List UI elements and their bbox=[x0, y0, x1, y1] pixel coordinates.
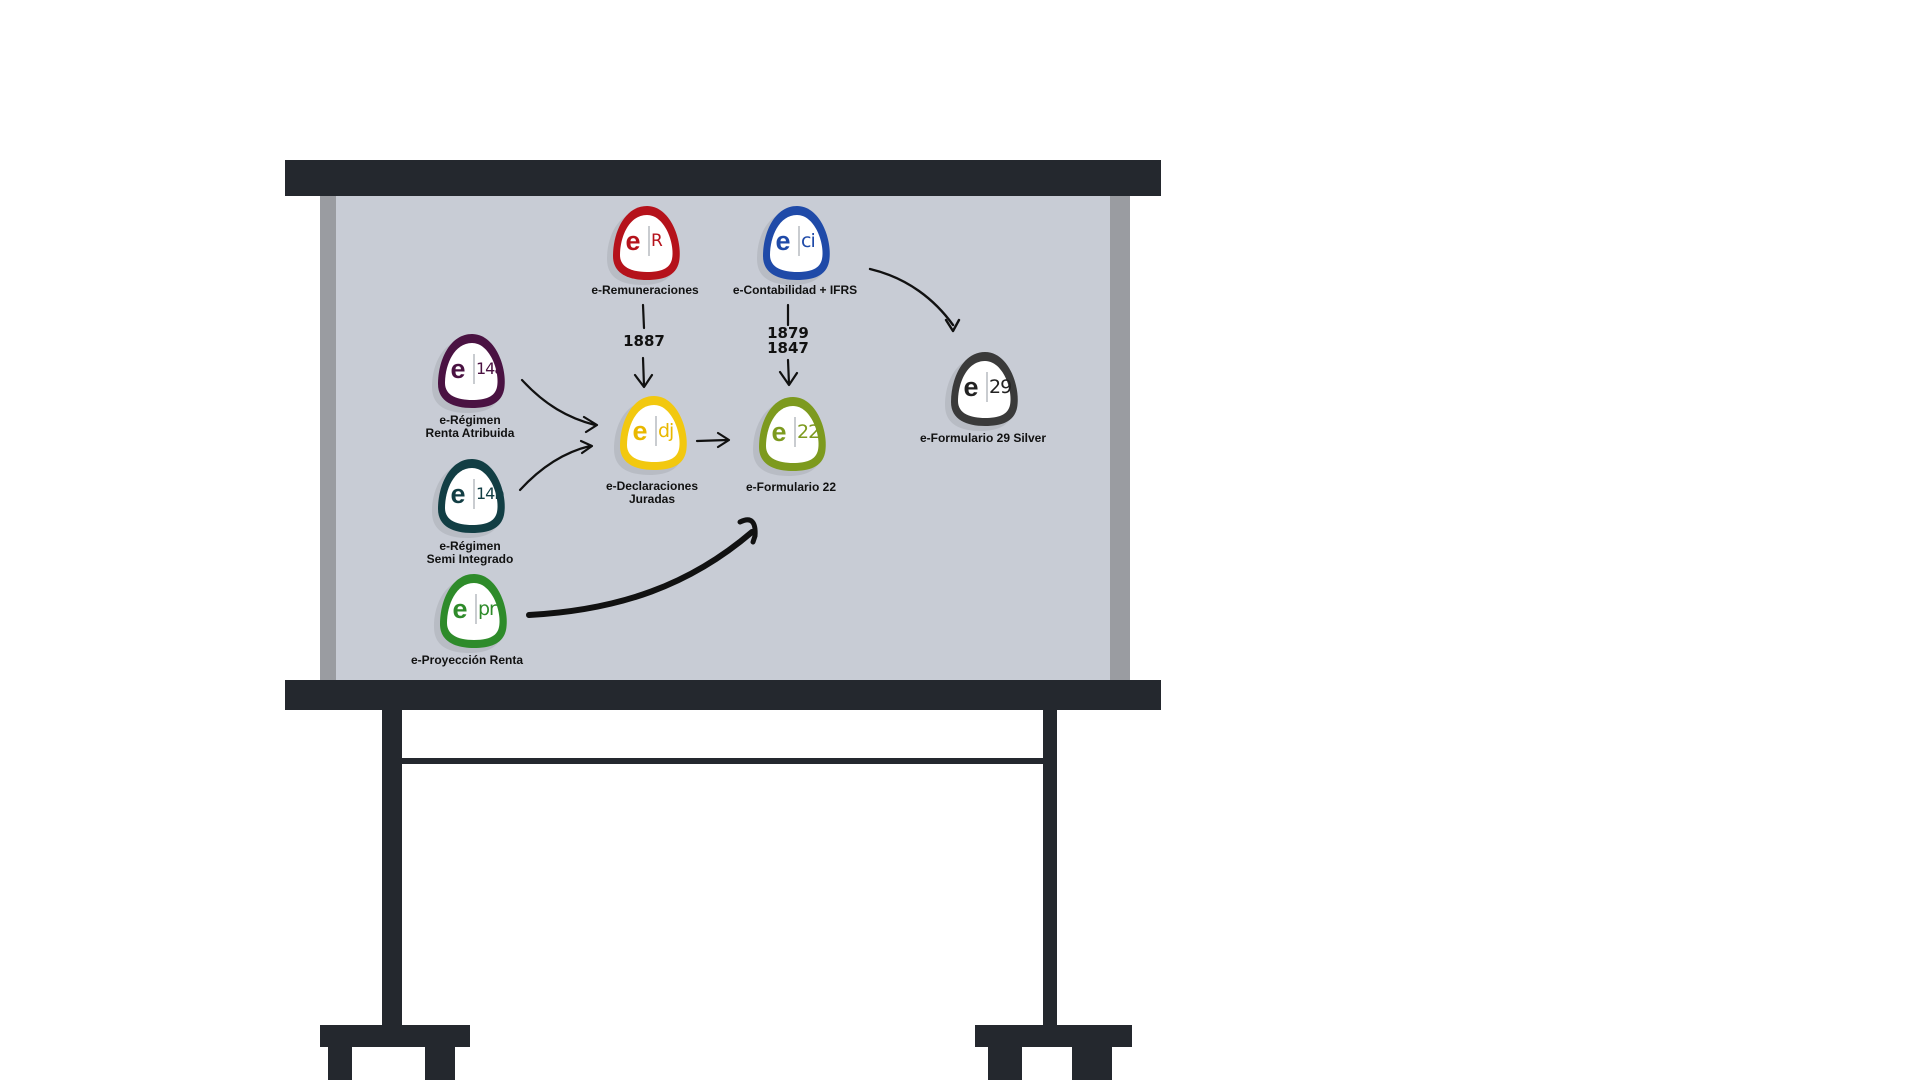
declaraciones-badge: e dj bbox=[614, 394, 692, 475]
badge-shape bbox=[432, 459, 505, 538]
edge-regimen14b-declaraciones bbox=[518, 439, 594, 492]
badge-divider bbox=[794, 417, 796, 447]
node-label: e-Proyección Renta bbox=[410, 653, 524, 667]
edge-label-line-2: 1847 bbox=[767, 339, 809, 357]
node-label: e-Formulario 29 Silver bbox=[919, 431, 1047, 445]
stand-left-foot bbox=[320, 1025, 470, 1047]
edge-declaraciones-formulario22 bbox=[695, 431, 731, 449]
badge-divider bbox=[986, 372, 988, 402]
board-left-frame bbox=[320, 196, 336, 680]
board-right-frame bbox=[1110, 196, 1130, 680]
contabilidad-badge: e ci bbox=[757, 204, 835, 285]
badge-shape bbox=[945, 352, 1018, 431]
badge-shape bbox=[614, 396, 687, 475]
edge-remuneraciones-declaraciones-lower bbox=[633, 356, 654, 389]
edge-label-1887: 1887 bbox=[623, 332, 665, 350]
badge-shape bbox=[432, 334, 505, 413]
stand-left-wheel-2 bbox=[425, 1047, 455, 1080]
node-label: e-Formulario 22 bbox=[745, 480, 837, 494]
badge-code: 14a bbox=[476, 359, 504, 378]
node-label: e-Régimen Semi Integrado bbox=[426, 539, 514, 566]
proyeccion-badge: e pr bbox=[434, 572, 512, 653]
stand-crossbar bbox=[402, 758, 1043, 764]
e-glyph: e bbox=[775, 226, 791, 256]
stand-left-leg bbox=[382, 710, 402, 1030]
edge-proyeccion-formulario22 bbox=[526, 529, 755, 618]
badge-shape bbox=[434, 574, 507, 653]
badge-divider bbox=[473, 479, 475, 509]
node-label: e-Régimen Renta Atribuida bbox=[425, 413, 515, 440]
badge-divider bbox=[655, 416, 657, 446]
badge-shape bbox=[607, 206, 680, 285]
e-glyph: e bbox=[632, 416, 648, 446]
formulario-29-badge: e 29 bbox=[945, 350, 1023, 431]
badge-code: R bbox=[651, 231, 663, 251]
badge-code: ci bbox=[801, 230, 816, 252]
badge-code: 29 bbox=[989, 376, 1012, 398]
badge-shape bbox=[753, 397, 826, 476]
badge-shape bbox=[757, 206, 830, 285]
edge-label-line-1: 1879 bbox=[767, 324, 809, 342]
badge-divider bbox=[475, 594, 477, 624]
remuneraciones-badge: e R bbox=[607, 204, 685, 285]
node-label: e-Contabilidad + IFRS bbox=[732, 283, 858, 297]
e-glyph: e bbox=[771, 417, 787, 447]
stand-right-wheel-1 bbox=[988, 1047, 1022, 1080]
stand-left-wheel-1 bbox=[328, 1047, 352, 1080]
badge-divider bbox=[473, 354, 475, 384]
e-glyph: e bbox=[963, 372, 979, 402]
badge-code: dj bbox=[658, 420, 674, 442]
formulario-22-badge: e 22 bbox=[753, 395, 831, 476]
badge-code: 22 bbox=[797, 421, 820, 443]
stand-right-leg bbox=[1043, 710, 1057, 1030]
stand-right-foot bbox=[975, 1025, 1132, 1047]
e-glyph: e bbox=[625, 226, 641, 256]
badge-code: 14b bbox=[476, 484, 505, 503]
node-label: e-Remuneraciones bbox=[591, 283, 699, 297]
node-label: e-Declaraciones Juradas bbox=[605, 479, 699, 506]
board-bottom-bar bbox=[285, 680, 1161, 710]
badge-divider bbox=[648, 226, 650, 256]
e-glyph: e bbox=[450, 479, 466, 509]
stand-right-wheel-2 bbox=[1072, 1047, 1112, 1080]
e-glyph: e bbox=[450, 354, 466, 384]
edge-label-1879-1847: 1879 1847 bbox=[758, 326, 818, 356]
board-top-bar bbox=[285, 160, 1161, 196]
edge-regimen14a-declaraciones bbox=[520, 378, 599, 434]
edge-remuneraciones-declaraciones bbox=[641, 303, 646, 330]
badge-divider bbox=[798, 226, 800, 256]
edge-contabilidad-formulario22-lower bbox=[778, 358, 799, 387]
e-glyph: e bbox=[452, 594, 468, 624]
badge-code: pr bbox=[478, 598, 497, 620]
edge-proyeccion-formulario22-head bbox=[737, 517, 758, 545]
regimen-14b-badge: e 14b bbox=[432, 457, 510, 538]
regimen-14a-badge: e 14a bbox=[432, 332, 510, 413]
edge-contabilidad-formulario29 bbox=[868, 267, 961, 333]
